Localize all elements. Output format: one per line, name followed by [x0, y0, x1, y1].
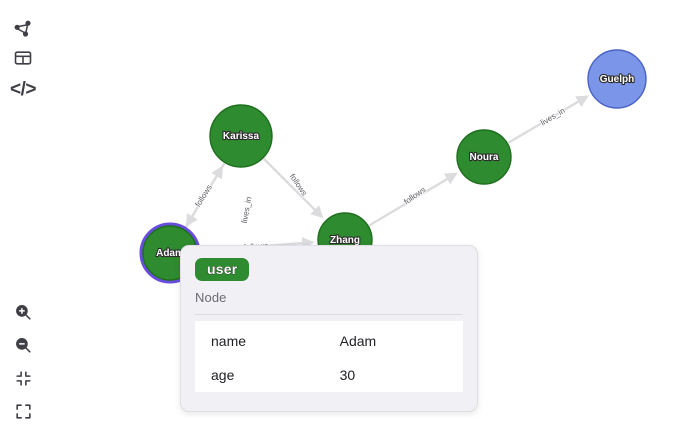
node-detail-panel[interactable]: user Node name Adam age 30	[180, 245, 478, 412]
graph-edge[interactable]	[507, 95, 589, 144]
zoom-out-glyph	[15, 337, 31, 353]
graph-edge[interactable]	[185, 162, 226, 227]
fit-to-screen-icon[interactable]	[6, 361, 40, 395]
node-type-badge: user	[195, 258, 250, 281]
node-circle[interactable]	[209, 104, 273, 168]
entity-kind-label: Node	[195, 290, 227, 305]
zoom-out-icon[interactable]	[6, 328, 40, 362]
code-view-glyph: </>	[10, 78, 36, 100]
fullscreen-glyph	[15, 403, 31, 419]
graph-node[interactable]: Karissa	[209, 104, 273, 168]
edge-layer	[183, 95, 589, 253]
property-value: Adam	[339, 333, 377, 349]
graph-node[interactable]: Guelph	[587, 49, 647, 109]
graph-node[interactable]: Noura	[456, 129, 512, 185]
graph-edge[interactable]	[368, 172, 458, 227]
zoom-in-icon[interactable]	[6, 295, 40, 329]
fullscreen-icon[interactable]	[6, 394, 40, 428]
property-row: age 30	[195, 358, 463, 392]
property-key: name	[211, 333, 247, 349]
graph-view-icon[interactable]	[6, 12, 40, 46]
property-table: name Adam age 30	[195, 321, 463, 392]
left-toolbar: </>	[0, 0, 46, 445]
graph-edge[interactable]	[262, 157, 324, 219]
node-circle[interactable]	[456, 129, 512, 185]
property-key: age	[211, 367, 235, 383]
graph-view-glyph	[14, 20, 31, 37]
table-view-glyph	[14, 51, 32, 65]
property-value: 30	[339, 367, 356, 383]
property-row: name Adam	[195, 321, 463, 358]
zoom-in-glyph	[15, 304, 31, 320]
table-view-icon[interactable]	[6, 41, 40, 75]
edge-label: lives_in	[240, 196, 253, 224]
panel-divider	[195, 314, 463, 315]
fit-to-screen-glyph	[15, 370, 31, 386]
code-view-icon[interactable]: </>	[6, 72, 40, 106]
node-circle[interactable]	[587, 49, 647, 109]
